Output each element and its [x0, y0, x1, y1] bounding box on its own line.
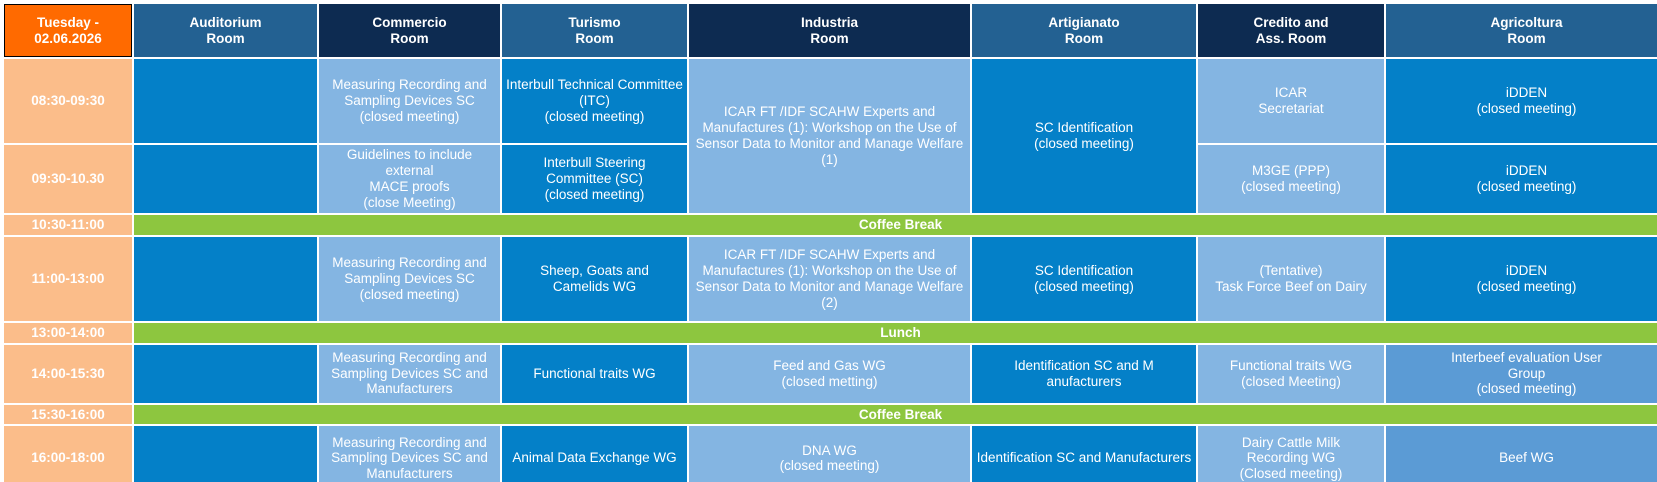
session-cell-turismo[interactable]: Functional traits WG	[502, 344, 687, 403]
break-banner: Coffee Break	[134, 404, 1657, 425]
time-label: 10:30-11:00	[4, 214, 132, 235]
empty-cell-auditorium	[134, 236, 317, 321]
break-banner: Lunch	[134, 322, 1657, 343]
empty-cell-auditorium	[134, 344, 317, 403]
schedule-row: 09:30-10.30 Guidelines to include externa…	[4, 145, 1657, 213]
session-cell-agricoltura[interactable]: iDDEN(closed meeting)	[1386, 236, 1657, 321]
time-label: 15:30-16:00	[4, 404, 132, 425]
time-label: 16:00-18:00	[4, 426, 132, 482]
empty-cell-auditorium	[134, 145, 317, 213]
session-cell-credito[interactable]: M3GE (PPP)(closed meeting)	[1198, 145, 1384, 213]
session-cell-turismo[interactable]: Animal Data Exchange WG	[502, 426, 687, 482]
time-label: 11:00-13:00	[4, 236, 132, 321]
break-banner: Coffee Break	[134, 214, 1657, 235]
session-cell-artigianato[interactable]: SC Identification(closed meeting)	[972, 59, 1196, 213]
time-label: 08:30-09:30	[4, 59, 132, 143]
session-cell-turismo[interactable]: Interbull Technical Committee(ITC)(close…	[502, 59, 687, 143]
session-cell-credito[interactable]: (Tentative)Task Force Beef on Dairy	[1198, 236, 1384, 321]
session-cell-industria[interactable]: DNA WG(closed meeting)	[689, 426, 970, 482]
empty-cell-auditorium	[134, 426, 317, 482]
day-header: Tuesday -02.06.2026	[4, 4, 132, 57]
time-label: 14:00-15:30	[4, 344, 132, 403]
time-label: 13:00-14:00	[4, 322, 132, 343]
session-cell-agricoltura[interactable]: Beef WG	[1386, 426, 1657, 482]
empty-cell-auditorium	[134, 59, 317, 143]
session-cell-industria[interactable]: Feed and Gas WG(closed metting)	[689, 344, 970, 403]
session-cell-credito[interactable]: Functional traits WG(closed Meeting)	[1198, 344, 1384, 403]
session-cell-artigianato[interactable]: SC Identification(closed meeting)	[972, 236, 1196, 321]
time-label: 09:30-10.30	[4, 145, 132, 213]
session-cell-agricoltura[interactable]: iDDEN(closed meeting)	[1386, 59, 1657, 143]
session-cell-agricoltura[interactable]: iDDEN(closed meeting)	[1386, 145, 1657, 213]
session-cell-artigianato[interactable]: Identification SC and Manufacturers	[972, 426, 1196, 482]
